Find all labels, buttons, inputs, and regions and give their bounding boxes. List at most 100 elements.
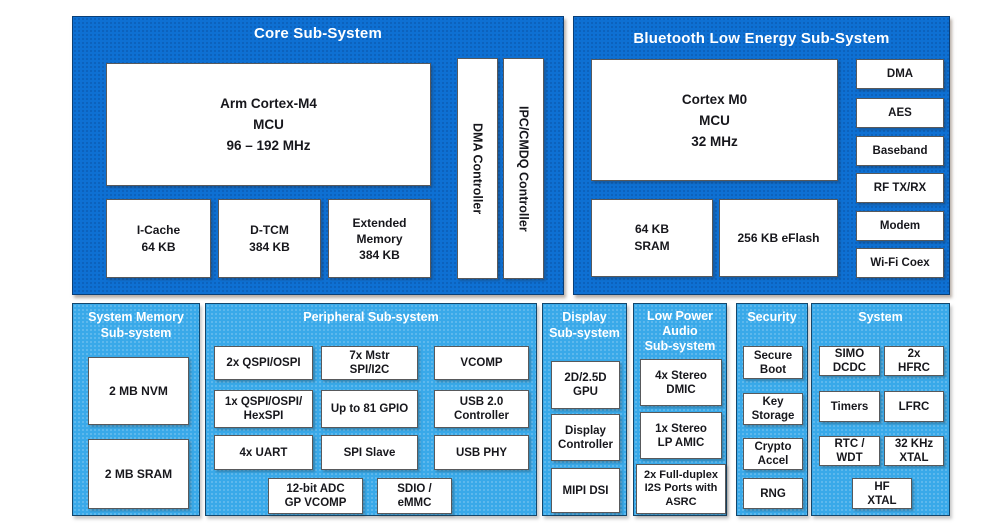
label: DCDC [832, 362, 867, 374]
label: 1x QSPI/OSPI/ [224, 396, 303, 408]
block-simo-dcdc: SIMO DCDC [819, 346, 880, 376]
block-modem: Modem [856, 211, 944, 241]
block-32khz-xtal: 32 KHz XTAL [884, 436, 944, 466]
system-memory-title: System Memory Sub-system [73, 304, 199, 341]
audio-title: Low Power Audio Sub-system [634, 304, 726, 354]
block-display-controller: Display Controller [551, 414, 620, 461]
label: IPC/CMDQ Controller [516, 105, 531, 232]
title-line: Low Power [647, 309, 713, 323]
label: HFRC [898, 362, 930, 374]
label: Up to 81 GPIO [330, 403, 409, 415]
title-line: System Memory [88, 310, 184, 324]
panel-ble-subsystem: Bluetooth Low Energy Sub-System Cortex M… [573, 16, 950, 295]
system-title: System [858, 310, 903, 324]
block-mipi-dsi: MIPI DSI [551, 468, 620, 513]
label: Controller [558, 438, 613, 451]
panel-core-subsystem: Core Sub-System Arm Cortex-M4 MCU 96 – 1… [72, 16, 564, 295]
label: 2x [907, 348, 921, 360]
block-2x-qspi-ospi: 2x QSPI/OSPI [214, 346, 313, 380]
block-4x-stereo-dmic: 4x Stereo DMIC [640, 359, 722, 406]
panel-security: Security Secure Boot Key Storage Crypto … [736, 303, 808, 516]
label: ASRC [665, 495, 697, 508]
label: I-Cache [136, 222, 181, 237]
block-d-tcm: D-TCM 384 KB [218, 199, 321, 278]
label: Display [565, 424, 606, 437]
block-rng: RNG [743, 478, 803, 509]
label: MCU [699, 112, 730, 128]
label: MIPI DSI [562, 484, 609, 497]
label: SIMO [834, 348, 865, 360]
label: 64 KB [141, 239, 176, 254]
block-i-cache: I-Cache 64 KB [106, 199, 211, 278]
label: SDIO / [397, 483, 432, 495]
block-rf-tx-rx: RF TX/RX [856, 173, 944, 203]
label: D-TCM [250, 222, 289, 237]
block-key-storage: Key Storage [743, 393, 803, 425]
label: Boot [759, 363, 787, 376]
label: 384 KB [249, 239, 290, 254]
label: Key [762, 396, 784, 408]
label: HF [874, 480, 890, 493]
label: Storage [751, 410, 795, 422]
block-wifi-coex: Wi-Fi Coex [856, 248, 944, 278]
block-baseband: Baseband [856, 136, 944, 166]
block-rtc-wdt: RTC / WDT [819, 436, 880, 466]
block-cortex-m0-mcu: Cortex M0 MCU 32 MHz [591, 59, 838, 181]
panel-peripheral-subsystem: Peripheral Sub-system 2x QSPI/OSPI 7x Ms… [205, 303, 537, 516]
label: 2 MB NVM [109, 383, 168, 398]
block-12-bit-adc-gp-vcomp: 12-bit ADC GP VCOMP [268, 478, 363, 514]
label: SRAM [634, 239, 670, 253]
block-extended-memory: Extended Memory 384 KB [328, 199, 431, 278]
label: Extended [352, 215, 407, 230]
block-hf-xtal: HF XTAL [852, 478, 912, 509]
block-1x-qspi-ospi-hexspi: 1x QSPI/OSPI/ HexSPI [214, 390, 313, 428]
block-2x-hfrc: 2x HFRC [884, 346, 944, 376]
label: 2D/2.5D [564, 372, 607, 384]
label: XTAL [867, 494, 897, 507]
label: 96 – 192 MHz [226, 138, 311, 153]
label: HexSPI [243, 410, 284, 422]
block-up-to-81-gpio: Up to 81 GPIO [321, 390, 418, 428]
label: 1x Stereo [655, 422, 707, 435]
block-timers: Timers [819, 391, 880, 422]
block-ble-dma: DMA [856, 59, 944, 89]
label: 2x Full-duplex [644, 468, 718, 481]
display-title: Display Sub-system [543, 304, 626, 341]
panel-system-memory-subsystem: System Memory Sub-system 2 MB NVM 2 MB S… [72, 303, 200, 516]
label: Accel [757, 455, 789, 467]
label: RF TX/RX [873, 182, 927, 194]
label: VCOMP [460, 357, 503, 369]
label: 4x Stereo [655, 369, 707, 382]
panel-system: System SIMO DCDC 2x HFRC Timers LFRC RTC… [811, 303, 950, 516]
label: XTAL [899, 452, 929, 464]
label: 384 KB [359, 247, 400, 262]
label: 12-bit ADC [286, 483, 345, 495]
block-arm-cortex-m4-mcu: Arm Cortex-M4 MCU 96 – 192 MHz [106, 63, 431, 186]
block-7x-mstr-spi-i2c: 7x Mstr SPI/I2C [321, 346, 418, 380]
block-ipc-cmdq-controller: IPC/CMDQ Controller [503, 58, 544, 279]
label: 32 MHz [691, 133, 738, 149]
label: Wi-Fi Coex [870, 257, 930, 269]
block-usb-phy: USB PHY [434, 435, 529, 470]
label: RTC / [834, 438, 865, 450]
block-lfrc: LFRC [884, 391, 944, 422]
peripheral-title: Peripheral Sub-system [303, 310, 439, 324]
label: USB 2.0 [459, 396, 504, 408]
core-subsystem-title: Core Sub-System [253, 25, 383, 42]
label: Baseband [872, 145, 928, 157]
block-256kb-eflash: 256 KB eFlash [719, 199, 838, 277]
block-1x-stereo-lp-amic: 1x Stereo LP AMIC [640, 412, 722, 459]
label: LFRC [898, 400, 930, 413]
label: WDT [836, 452, 863, 464]
block-spi-slave: SPI Slave [321, 435, 418, 470]
label: eMMC [397, 497, 432, 509]
ble-subsystem-title: Bluetooth Low Energy Sub-System [633, 30, 890, 47]
label: DMA [886, 68, 914, 80]
label: 32 KHz [894, 438, 934, 450]
block-usb-2-0-controller: USB 2.0 Controller [434, 390, 529, 428]
panel-display-subsystem: Display Sub-system 2D/2.5D GPU Display C… [542, 303, 627, 516]
title-line: Sub-system [100, 326, 172, 340]
label: MCU [253, 117, 284, 132]
block-4x-uart: 4x UART [214, 435, 313, 470]
